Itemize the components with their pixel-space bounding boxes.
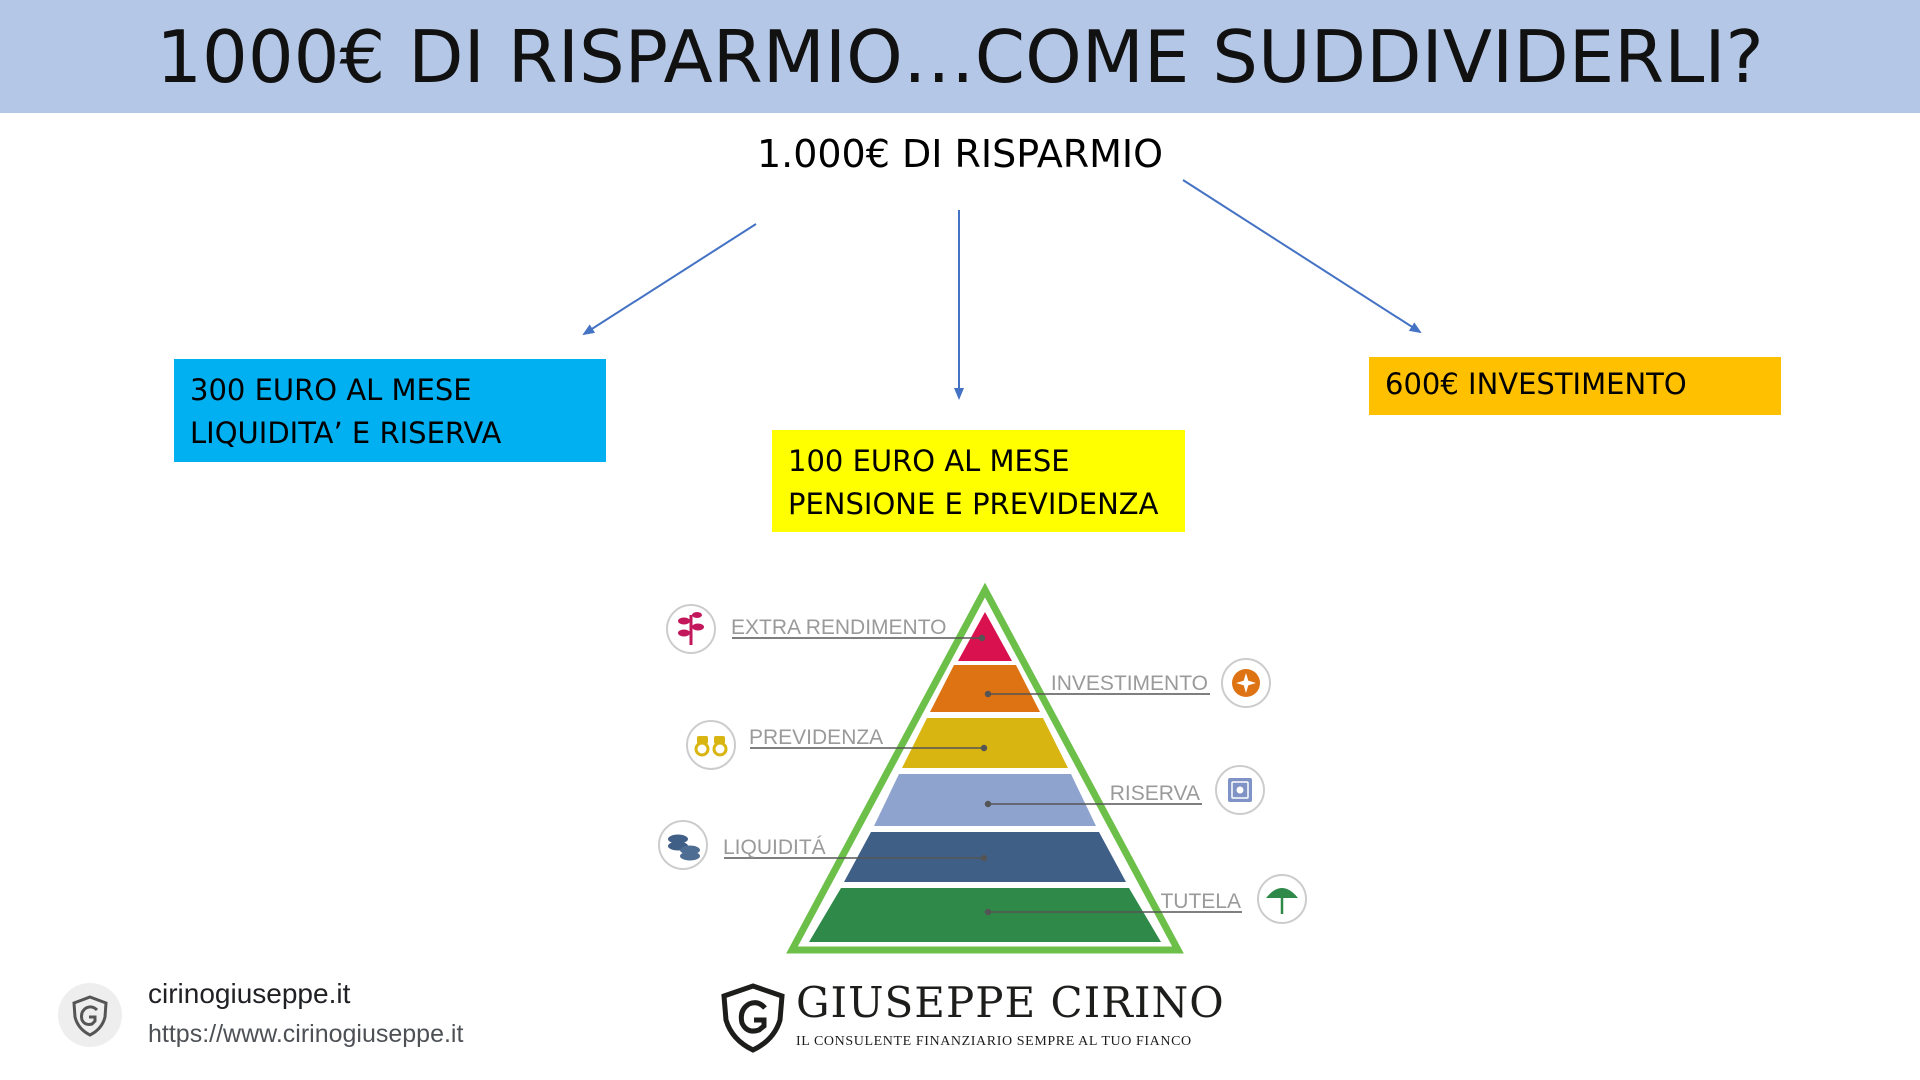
pyramid-label-extra-rendimento: EXTRA RENDIMENTO	[731, 616, 946, 639]
leader-dot	[984, 908, 992, 916]
leader-dot	[980, 854, 988, 862]
pyramid-level-previdenza	[902, 718, 1068, 768]
leader-dot	[984, 800, 992, 808]
site-logo	[58, 983, 122, 1047]
pyramid-level-tutela	[809, 888, 1161, 942]
allocation-amount: 100 EURO AL MESE	[788, 444, 1070, 478]
compass-icon	[1221, 658, 1271, 708]
allocation-purpose: PENSIONE E PREVIDENZA	[788, 487, 1159, 521]
allocation-box-liquidita: 300 EURO AL MESE LIQUIDITA’ E RISERVA	[174, 359, 606, 462]
shield-g-icon	[721, 983, 785, 1053]
allocation-box-pensione: 100 EURO AL MESE PENSIONE E PREVIDENZA	[772, 430, 1185, 532]
pyramid-label-tutela: TUTELA	[1160, 890, 1241, 913]
leader-dot	[978, 634, 986, 642]
page-title: 1000€ DI RISPARMIO…COME SUDDIVIDERLI?	[156, 14, 1764, 99]
root-label: 1.000€ DI RISPARMIO	[756, 132, 1164, 176]
pyramid-label-investimento: INVESTIMENTO	[1051, 672, 1208, 695]
pyramid-label-previdenza: PREVIDENZA	[749, 726, 883, 749]
allocation-box-investimento: 600€ INVESTIMENTO	[1369, 357, 1781, 415]
brand-logo: GIUSEPPE CIRINO IL CONSULENTE FINANZIARI…	[718, 978, 1224, 1053]
site-url[interactable]: https://www.cirinogiuseppe.it	[148, 1020, 464, 1048]
site-name[interactable]: cirinogiuseppe.it	[148, 978, 351, 1009]
arrow-to-liquidita	[582, 223, 757, 336]
allocation-purpose: LIQUIDITA’ E RISERVA	[190, 416, 502, 450]
brand-tagline: IL CONSULENTE FINANZIARIO SEMPRE AL TUO …	[796, 1034, 1192, 1049]
binoculars-icon	[686, 720, 736, 770]
safe-icon	[1215, 765, 1265, 815]
allocation-amount: 300 EURO AL MESE	[190, 373, 472, 407]
plant-icon	[666, 604, 716, 654]
pyramid-level-extra-rendimento	[958, 612, 1012, 661]
pyramid-level-investimento	[930, 665, 1040, 712]
arrow-to-investimento	[1182, 179, 1422, 334]
coins-icon	[658, 820, 708, 870]
pyramid-level-riserva	[874, 774, 1096, 826]
shield-g-icon	[72, 995, 108, 1037]
pyramid-label-liquidita: LIQUIDITÁ	[723, 836, 826, 859]
umbrella-icon	[1257, 874, 1307, 924]
pyramid-label-riserva: RISERVA	[1110, 782, 1200, 805]
title-bar: 1000€ DI RISPARMIO…COME SUDDIVIDERLI?	[0, 0, 1920, 113]
leader-dot	[980, 744, 988, 752]
brand-name: GIUSEPPE CIRINO	[796, 978, 1225, 1027]
leader-dot	[984, 690, 992, 698]
allocation-amount: 600€ INVESTIMENTO	[1385, 367, 1687, 401]
